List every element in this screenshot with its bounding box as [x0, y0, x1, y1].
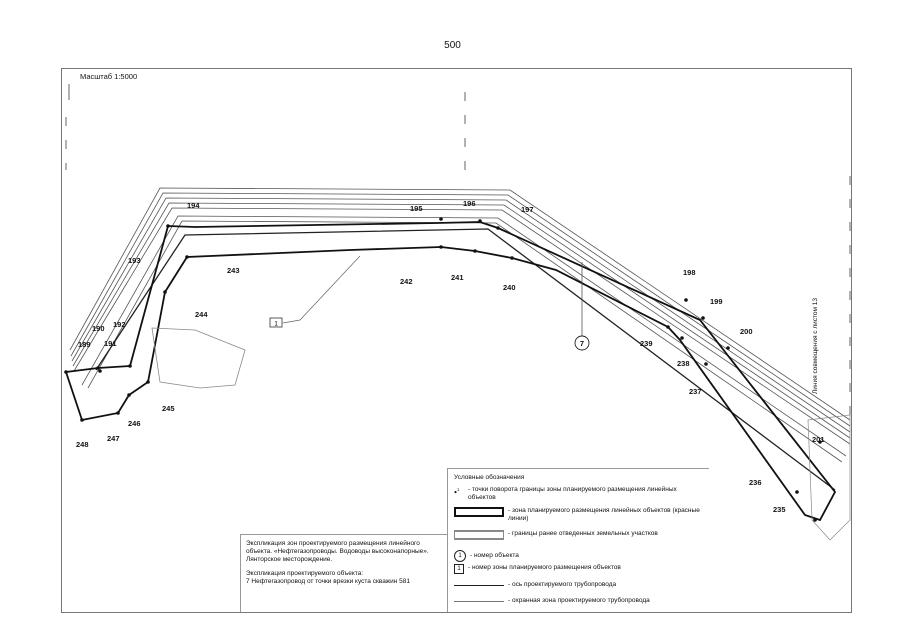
point-label: 243 — [227, 266, 240, 275]
object-number-marker — [574, 335, 590, 351]
scale-label: Масштаб 1:5000 — [80, 72, 138, 81]
protection-line-swatch — [454, 601, 504, 602]
axis-line-swatch — [454, 585, 504, 586]
point-label: 238 — [677, 359, 690, 368]
zone-box-icon: 1 — [454, 564, 464, 574]
pipeline-axis — [95, 228, 836, 491]
object-circle-icon: 1 — [454, 550, 466, 562]
allotted-plot — [151, 327, 246, 389]
point-label: 247 — [107, 434, 120, 443]
point-label: 235 — [773, 505, 786, 514]
legend-item-turn-points: ●1 - точки поворота границы зоны планиру… — [454, 486, 677, 501]
zone-swatch — [454, 507, 504, 517]
point-label: 242 — [400, 277, 413, 286]
point-label: 236 — [749, 478, 762, 487]
point-label: 198 — [683, 268, 696, 277]
zone-number: 1 — [274, 321, 278, 328]
point-label: 245 — [162, 404, 175, 413]
legend: Условные обозначения ●1 - точки поворота… — [447, 468, 709, 612]
objects-explication-item: 7 Нефтегазопровод от точки врезки куста … — [246, 578, 411, 585]
point-label: 239 — [640, 339, 653, 348]
point-label: 192 — [113, 320, 126, 329]
legend-item-axis: - ось проектируемого трубопровода — [454, 581, 705, 589]
legend-item-object-number: 1 - номер объекта — [454, 550, 705, 562]
object-number: 7 — [580, 339, 584, 348]
allotted-swatch — [454, 530, 504, 540]
point-marker-icon: ●1 — [454, 487, 460, 496]
point-label: 194 — [187, 201, 200, 210]
point-label: 193 — [128, 256, 141, 265]
point-label: 191 — [104, 339, 117, 348]
point-label: 200 — [740, 327, 753, 336]
point-label: 241 — [451, 273, 464, 282]
point-label: 201 — [812, 435, 825, 444]
legend-item-zone-number: 1 - номер зоны планируемого размещения о… — [454, 564, 705, 574]
point-label: 237 — [689, 387, 702, 396]
zones-explication: Экспликация зон проектируемого размещени… — [246, 540, 429, 563]
legend-item-protection: - охранная зона проектируемого трубопров… — [454, 597, 705, 605]
map-frame — [61, 68, 852, 613]
point-label: 240 — [503, 283, 516, 292]
objects-explication-title: Экспликация проектируемого объекта: — [246, 570, 364, 577]
page-number: 500 — [444, 40, 461, 51]
sheet-match-note: Линия совмещения с листом 13 — [812, 297, 819, 394]
point-label: 248 — [76, 440, 89, 449]
legend-title: Условные обозначения — [454, 474, 525, 481]
point-label: 197 — [521, 205, 534, 214]
point-label: 199 — [710, 297, 723, 306]
zone-boundary — [65, 221, 837, 522]
point-label: 190 — [92, 324, 105, 333]
point-label: 189 — [78, 340, 91, 349]
point-label: 244 — [195, 310, 208, 319]
explication: Экспликация зон проектируемого размещени… — [240, 534, 447, 612]
legend-item-allotted: - границы ранее отведенных земельных уча… — [454, 530, 705, 540]
point-label: 195 — [410, 204, 423, 213]
zone-number-marker — [269, 317, 283, 328]
legend-item-zone: - зона планируемого размещения линейных … — [454, 507, 705, 523]
point-label: 246 — [128, 419, 141, 428]
point-label: 196 — [463, 199, 476, 208]
